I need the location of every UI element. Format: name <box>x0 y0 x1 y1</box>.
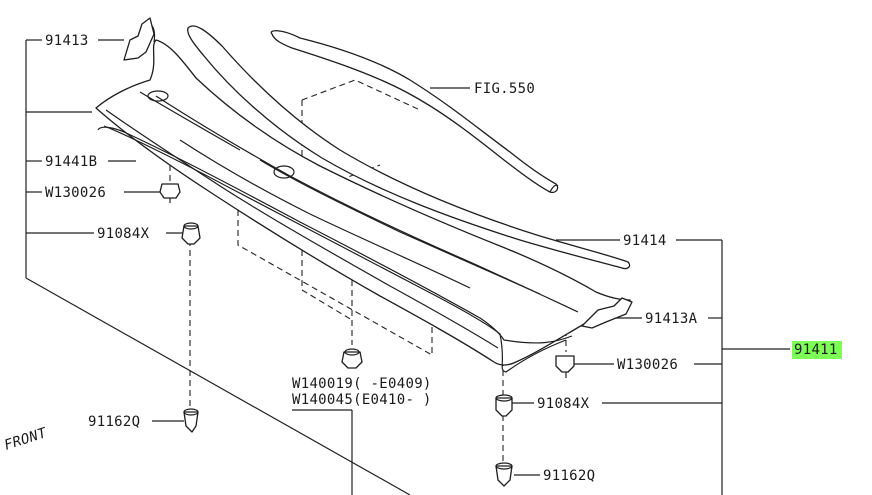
right-leader-lines <box>292 87 790 495</box>
clip-91084x-right <box>495 394 513 417</box>
label-front: FRONT <box>2 425 50 454</box>
seal-strip-91414 <box>187 25 631 270</box>
clip-91162q-left <box>183 408 199 433</box>
highlight-91411 <box>792 341 842 359</box>
label-91162q-right: 91162Q <box>543 468 595 484</box>
label-91414: 91414 <box>623 233 667 249</box>
clip-w130026-left <box>159 183 181 203</box>
label-91413: 91413 <box>45 33 89 49</box>
lower-seal-91441b <box>97 125 573 373</box>
label-w130026-left: W130026 <box>45 185 106 201</box>
label-91441b: 91441B <box>45 154 97 170</box>
label-w140045: W140045(E0410- ) <box>292 392 432 408</box>
label-fig550: FIG.550 <box>474 81 535 97</box>
clip-91084x-left <box>181 222 201 245</box>
label-91413a: 91413A <box>645 311 698 327</box>
label-w130026-right: W130026 <box>617 357 678 373</box>
clip-w130026-right <box>555 355 575 378</box>
clip-91162q-right <box>495 462 513 487</box>
label-w140019: W140019( -E0409) <box>292 376 432 392</box>
weatherstrip-fig550 <box>270 30 559 194</box>
left-leader-lines <box>25 39 411 495</box>
clip-w140019 <box>341 348 363 369</box>
cowl-panel <box>95 17 633 366</box>
label-91084x-left: 91084X <box>97 226 150 242</box>
label-91162q-left: 91162Q <box>88 414 140 430</box>
label-91411: 91411 <box>794 342 838 358</box>
label-91084x-right: 91084X <box>537 396 590 412</box>
